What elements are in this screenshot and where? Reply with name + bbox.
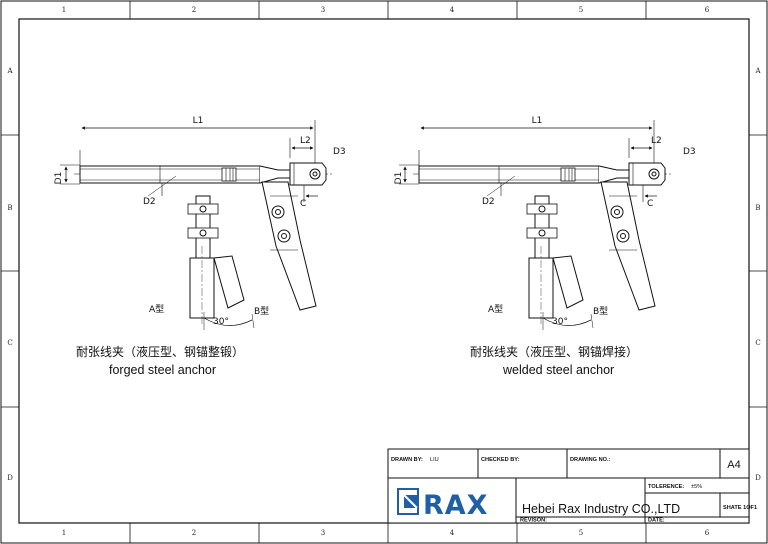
label-type-b-forged: B型 <box>254 306 269 317</box>
row-label-left-a: A <box>6 67 13 75</box>
col-label-bottom-1: 1 <box>62 529 66 537</box>
dim-l2-forged: L2 <box>300 136 311 146</box>
row-label-left-c: C <box>7 339 12 347</box>
zone-labels: 1 2 3 4 5 6 1 2 3 4 5 6 A B C D A B C D <box>6 6 761 537</box>
clamp-drawing-welded <box>399 120 671 330</box>
col-label-top-6: 6 <box>705 6 710 14</box>
company-logo: RAX <box>397 488 489 521</box>
col-label-bottom-3: 3 <box>321 529 325 537</box>
row-label-right-c: C <box>755 339 760 347</box>
col-label-top-1: 1 <box>62 6 66 14</box>
col-label-bottom-6: 6 <box>705 529 710 537</box>
tolerance-value: ±5% <box>691 484 702 490</box>
revision-label: REVISON: <box>520 518 547 524</box>
col-label-bottom-4: 4 <box>450 529 455 537</box>
date-label: DATE: <box>648 518 665 524</box>
company-name: Hebei Rax Industry CO.,LTD <box>522 502 680 516</box>
col-label-bottom-5: 5 <box>579 529 583 537</box>
row-label-right-b: B <box>755 204 760 212</box>
label-angle-welded: 30° <box>552 317 568 327</box>
sheet-size: A4 <box>727 459 740 471</box>
dim-d3-forged: D3 <box>333 147 346 157</box>
sheet-number: SHATE 1OF1 <box>723 505 757 511</box>
caption-cn-welded: 耐张线夹（液压型、钢锚焊接） <box>470 344 638 359</box>
col-label-top-3: 3 <box>321 6 325 14</box>
drawn-by-label: DRAWN BY: <box>391 457 423 463</box>
caption-en-welded: welded steel anchor <box>502 363 614 377</box>
dim-d2-forged: D2 <box>143 197 156 207</box>
clamp-view-forged: L1 L2 D1 D2 D3 C A型 B型 30° 耐张线夹（液压型、钢锚整锻… <box>54 116 346 377</box>
caption-en-forged: forged steel anchor <box>109 363 216 377</box>
logo-square-outer <box>397 488 419 515</box>
clamp-drawing-forged <box>60 120 332 330</box>
drawing-no-label: DRAWING NO.: <box>570 457 611 463</box>
row-label-left-d: D <box>7 474 13 482</box>
dim-l1-welded: L1 <box>532 116 543 126</box>
col-label-top-4: 4 <box>450 6 455 14</box>
title-block: DRAWN BY: LIU CHECKED BY: DRAWING NO.: A… <box>387 448 757 524</box>
caption-cn-forged: 耐张线夹（液压型、钢锚整锻） <box>76 344 244 359</box>
dim-d1-forged: D1 <box>54 172 64 185</box>
logo-square-slash <box>403 494 418 509</box>
checked-by-label: CHECKED BY: <box>481 457 520 463</box>
row-label-right-a: A <box>754 67 761 75</box>
row-label-right-d: D <box>755 474 761 482</box>
dim-c-welded: C <box>647 199 653 209</box>
dim-d2-welded: D2 <box>482 197 495 207</box>
clamp-view-welded: L1 L2 D1 D2 D3 C A型 B型 30° 耐张线夹（液压型、钢锚焊接… <box>394 116 696 377</box>
label-type-a-forged: A型 <box>149 304 164 315</box>
label-type-b-welded: B型 <box>593 306 608 317</box>
logo-text: RAX <box>423 490 489 521</box>
dim-d1-welded: D1 <box>394 172 404 185</box>
col-label-top-2: 2 <box>192 6 196 14</box>
dim-c-forged: C <box>300 199 306 209</box>
dim-d3-welded: D3 <box>683 147 696 157</box>
label-angle-forged: 30° <box>213 317 229 327</box>
col-label-bottom-2: 2 <box>192 529 196 537</box>
dim-l2-welded: L2 <box>651 136 662 146</box>
dim-l1-forged: L1 <box>193 116 204 126</box>
label-type-a-welded: A型 <box>488 304 503 315</box>
col-label-top-5: 5 <box>579 6 583 14</box>
row-label-left-b: B <box>7 204 12 212</box>
drawn-by-value: LIU <box>430 457 439 463</box>
tolerance-label: TOLERENCE: <box>648 484 684 490</box>
